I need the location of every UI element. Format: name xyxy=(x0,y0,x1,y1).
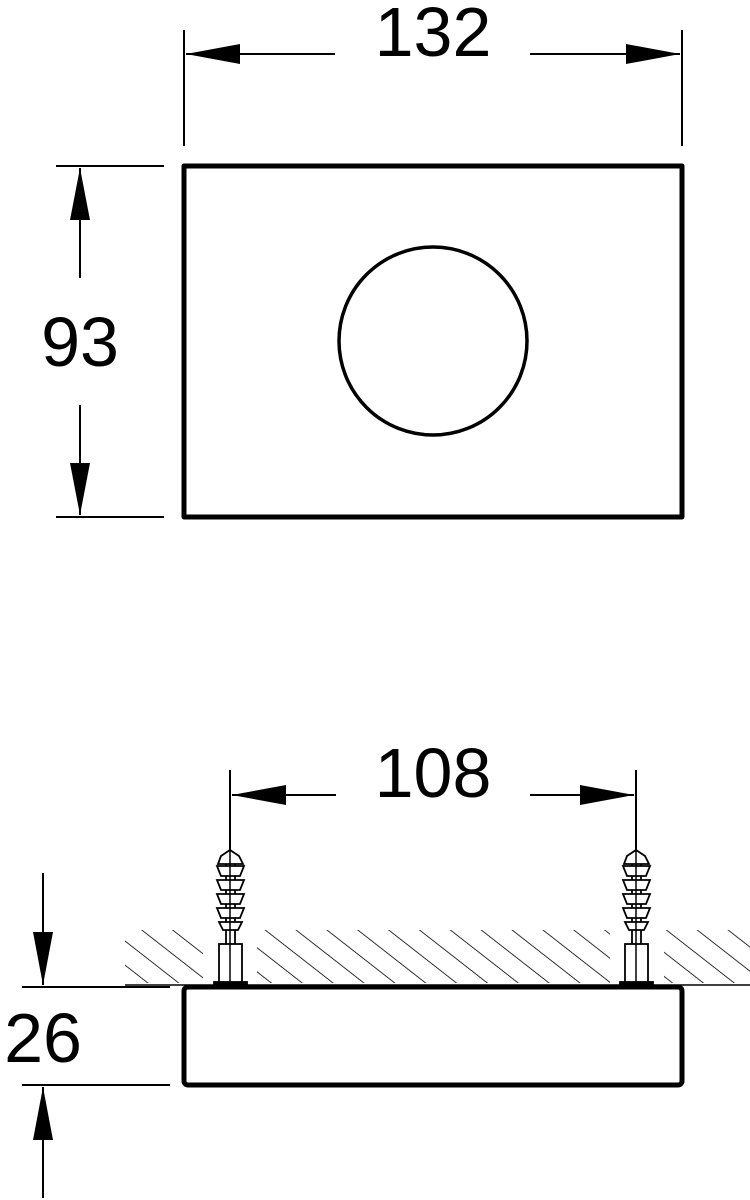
side-view: 108 xyxy=(4,734,750,1198)
arrowhead-down-icon xyxy=(33,932,53,985)
plate-side-profile xyxy=(181,984,685,1088)
height-dimension xyxy=(56,165,164,518)
arrowhead-right-icon xyxy=(580,785,634,805)
anchor-spacing-dimension xyxy=(229,770,637,850)
height-dimension-label: 93 xyxy=(41,303,119,381)
arrowhead-up-icon xyxy=(33,1087,53,1140)
anchor-spacing-label: 108 xyxy=(375,734,492,812)
depth-dimension-label: 26 xyxy=(4,999,82,1077)
width-dimension-label: 132 xyxy=(375,0,492,71)
arrowhead-left-icon xyxy=(186,44,240,64)
arrowhead-left-icon xyxy=(232,785,286,805)
plate-outline xyxy=(181,163,685,520)
push-button-circle xyxy=(337,245,529,437)
arrowhead-right-icon xyxy=(626,44,680,64)
arrowhead-up-icon xyxy=(70,168,90,220)
depth-dimension xyxy=(22,873,170,1198)
top-view: 132 93 xyxy=(41,0,685,520)
wall-anchor-right-icon xyxy=(619,848,654,987)
arrowhead-down-icon xyxy=(70,463,90,515)
wall-anchor-left-icon xyxy=(213,848,248,987)
width-dimension xyxy=(183,30,683,146)
